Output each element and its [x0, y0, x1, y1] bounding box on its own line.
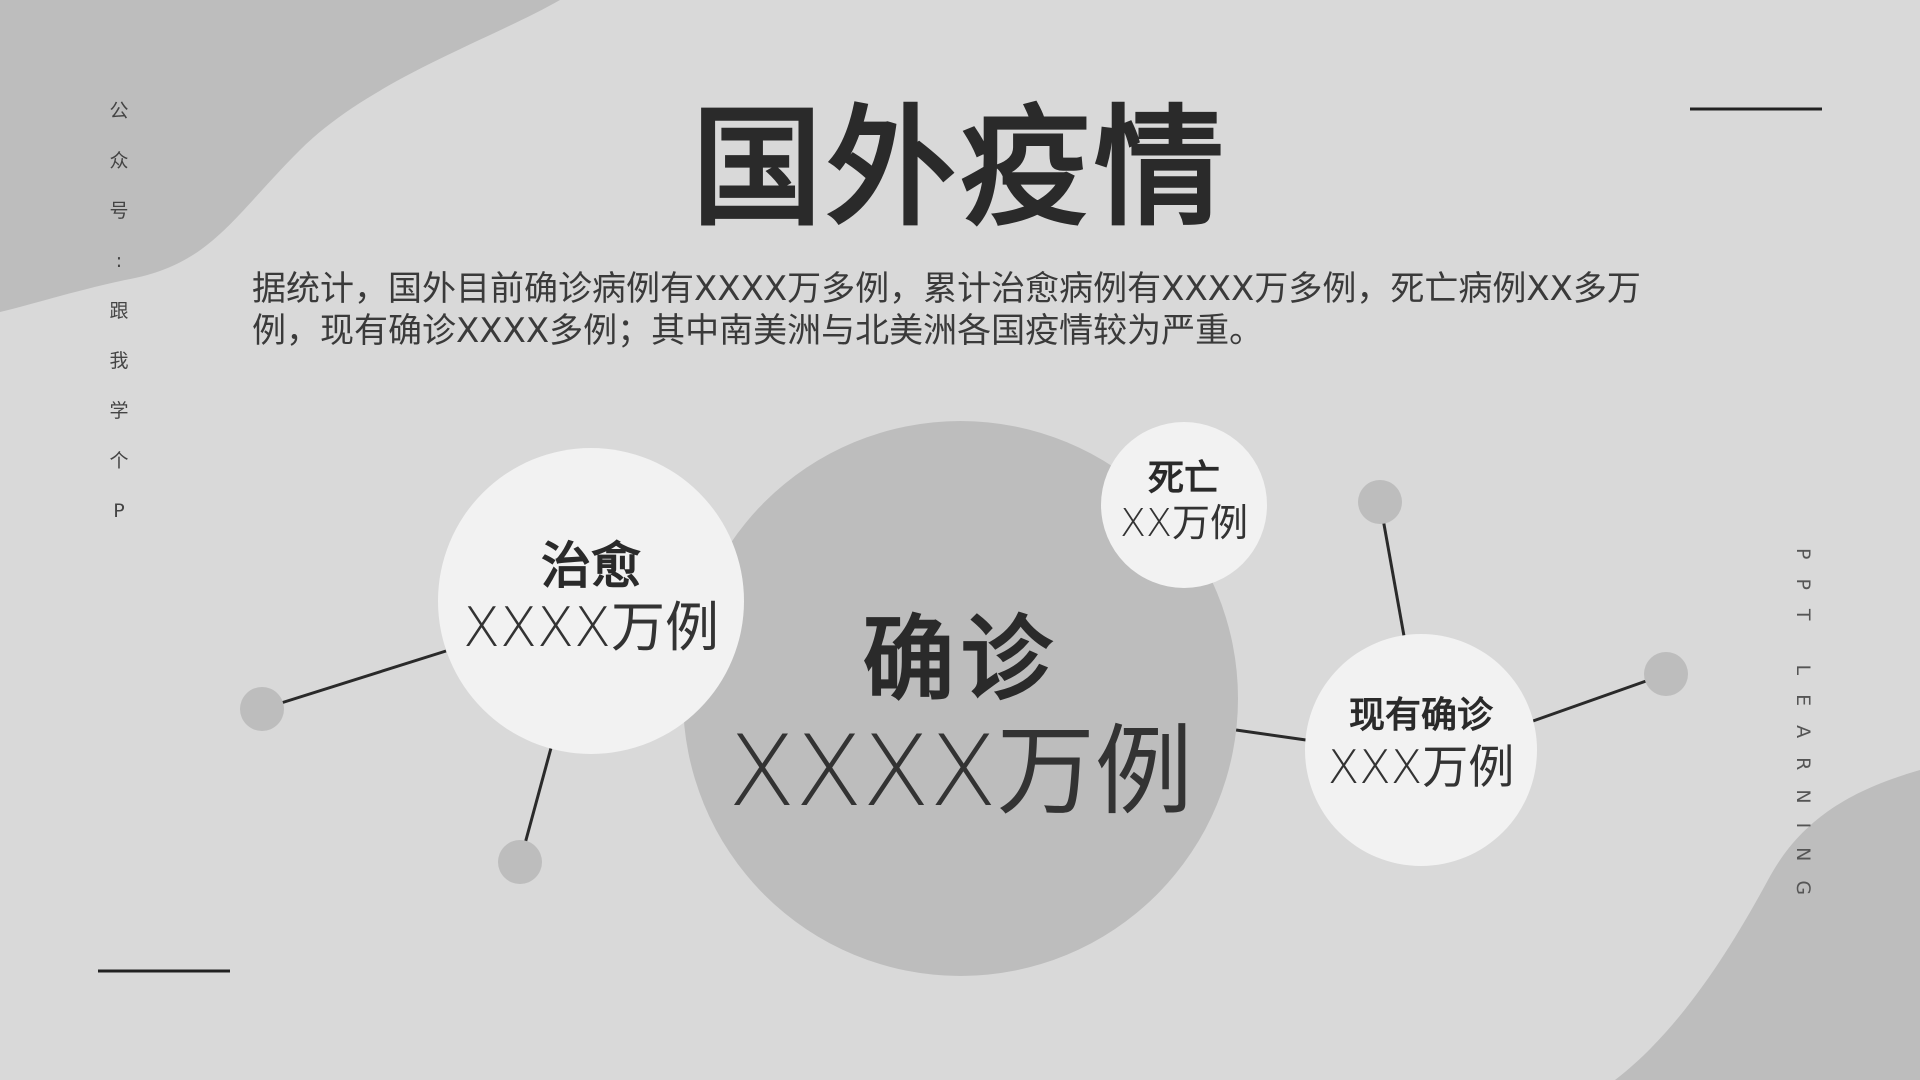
connector-line — [1532, 672, 1667, 723]
cured-label: 治愈 — [541, 537, 641, 595]
confirmed-label: 确诊 — [862, 605, 1059, 713]
node-dot — [1358, 480, 1402, 524]
description-text: 据统计，国外目前确诊病例有XXXX万多例，累计治愈病例有XXXX万多例，死亡病例… — [252, 269, 1641, 351]
side-char: : — [115, 250, 123, 272]
side-char: 众 — [109, 150, 129, 172]
current-confirmed-value: XXX万例 — [1327, 740, 1515, 794]
confirmed-value: XXXX万例 — [728, 714, 1193, 829]
current-confirmed-circle: 现有确诊 XXX万例 — [1305, 634, 1537, 866]
death-label: 死亡 — [1147, 458, 1220, 499]
node-dot — [1644, 652, 1688, 696]
node-dot — [498, 840, 542, 884]
side-char: 公 — [109, 100, 129, 122]
side-char: P — [113, 500, 125, 522]
cured-value: XXXX万例 — [463, 596, 719, 659]
death-value: XX万例 — [1119, 501, 1249, 545]
cured-circle: 治愈 XXXX万例 — [438, 448, 744, 754]
side-char: 学 — [109, 400, 129, 422]
death-circle: 死亡 XX万例 — [1101, 422, 1267, 588]
side-char: 个 — [109, 450, 129, 472]
side-char: 跟 — [109, 300, 129, 322]
side-text-right: PPT LEARNING — [1792, 548, 1814, 915]
connector-line — [261, 649, 447, 711]
connector-line — [1378, 501, 1406, 637]
page-title: 国外疫情 — [691, 92, 1228, 244]
bottom-right-blob — [1615, 770, 1920, 1080]
connector-line — [1235, 728, 1307, 742]
current-confirmed-label: 现有确诊 — [1348, 695, 1493, 736]
node-dot — [240, 687, 284, 731]
side-char: 号 — [109, 200, 129, 222]
top-left-blob — [0, 0, 560, 312]
side-text-left: 公 众 号 : 跟 我 学 个 P — [104, 96, 134, 546]
side-char: 我 — [109, 350, 129, 372]
